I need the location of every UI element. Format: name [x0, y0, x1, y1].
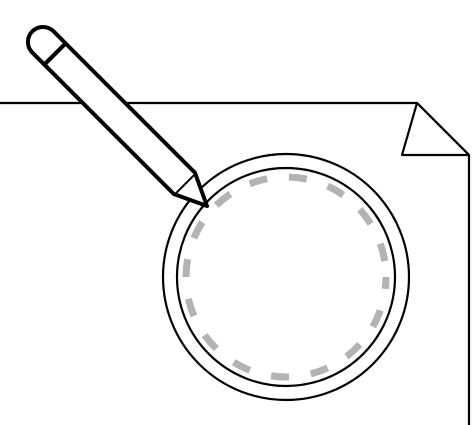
pencil-icon — [25, 24, 209, 208]
pencil-cone — [171, 170, 209, 208]
dashed-guide-circle — [182, 173, 390, 381]
circle-shape-icon — [161, 152, 411, 402]
document-page-icon — [0, 101, 471, 425]
pencil-barrel — [42, 41, 197, 196]
outer-circle — [161, 152, 411, 402]
inner-circle — [175, 166, 397, 388]
pencil-ferrule — [42, 41, 68, 67]
pencil-eraser — [25, 24, 68, 67]
paper-folded-corner — [400, 101, 471, 157]
